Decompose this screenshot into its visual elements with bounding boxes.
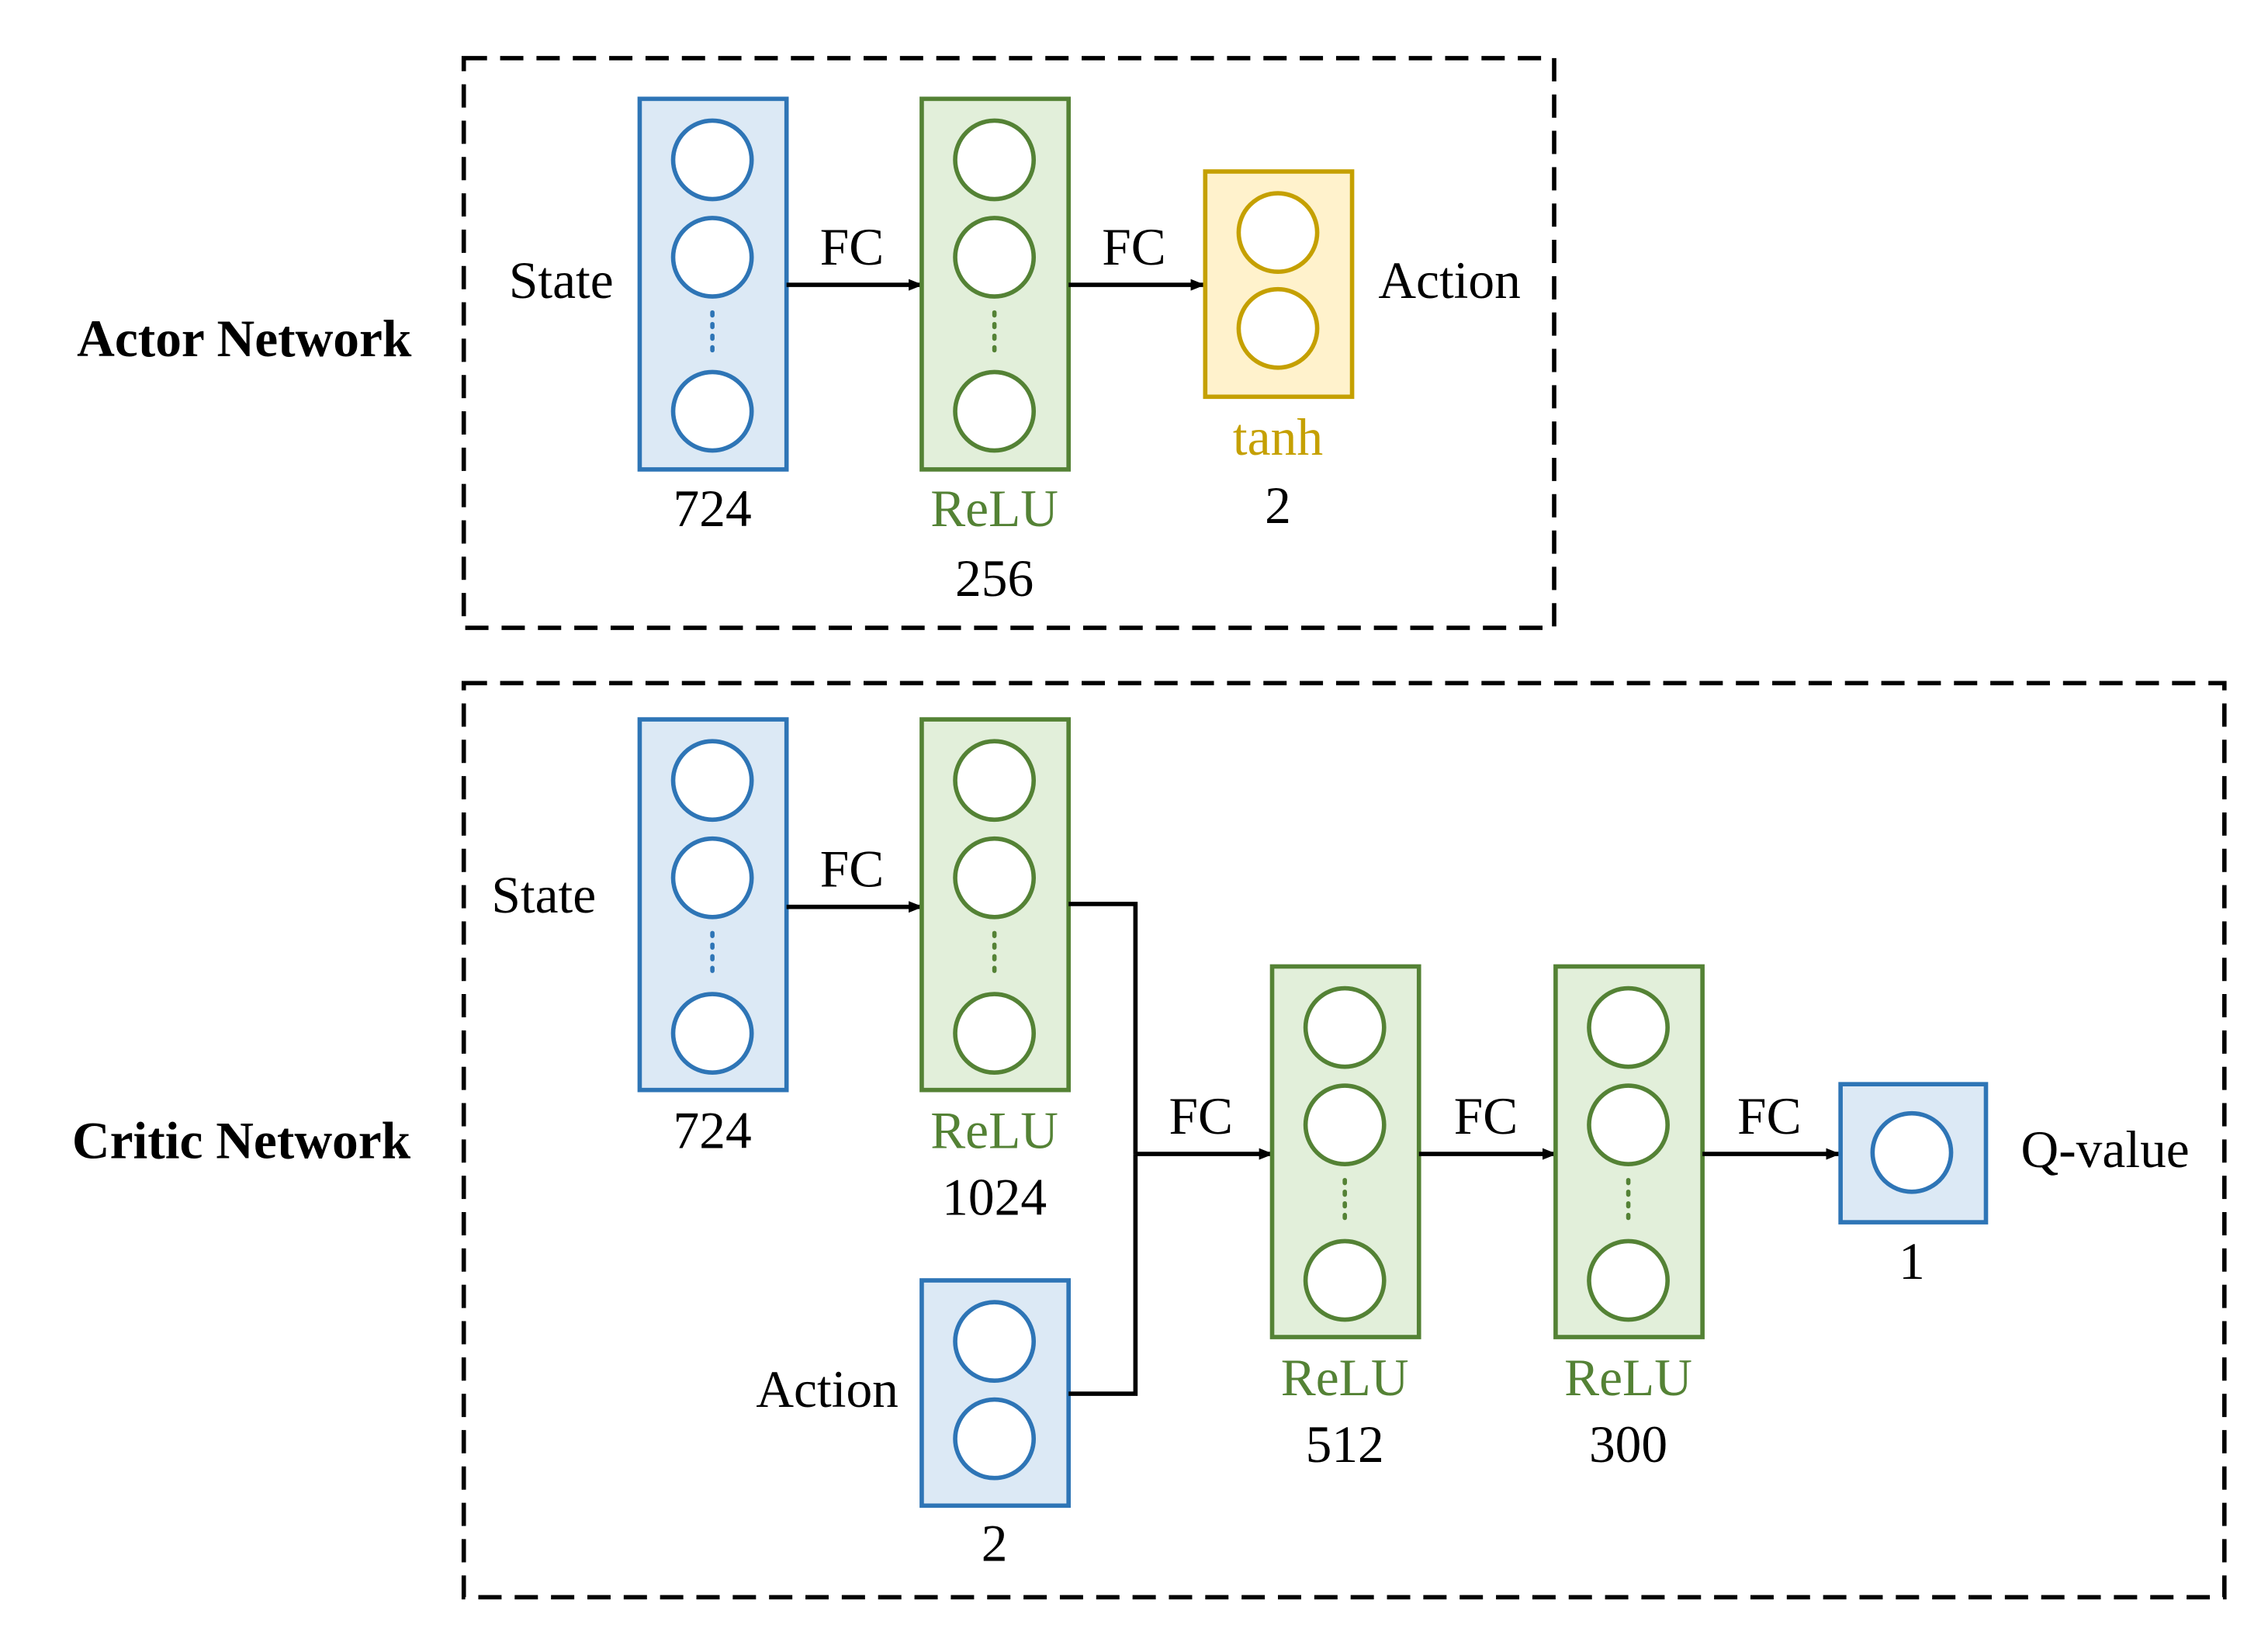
- critic-state-size: 724: [673, 1102, 752, 1160]
- actor-output-size: 2: [1265, 476, 1291, 535]
- actor-hidden-activation: ReLU: [930, 480, 1058, 538]
- actor-hidden-neuron: [953, 118, 1037, 202]
- critic-action-layer: [919, 1278, 1071, 1509]
- critic-fc-merge-label: FC: [1169, 1087, 1232, 1145]
- actor-state-neuron: [670, 216, 754, 299]
- critic-state-label: State: [491, 866, 596, 924]
- critic-hidden1-neuron: [953, 739, 1037, 823]
- critic-dashed-frame: [461, 681, 2227, 1600]
- actor-fc1-label: FC: [820, 218, 884, 276]
- actor-state-label: State: [509, 251, 614, 310]
- actor-dashed-frame: [461, 56, 1556, 630]
- critic-merge-connector-top: [1068, 902, 1138, 1155]
- actor-hidden-neuron: [953, 216, 1037, 299]
- critic-state-layer: [637, 717, 789, 1093]
- critic-state-neuron: [670, 992, 754, 1076]
- critic-fc4-label: FC: [1737, 1087, 1801, 1145]
- critic-output-layer: [1838, 1082, 1989, 1225]
- critic-action-neuron: [953, 1397, 1037, 1481]
- critic-hidden1-activation: ReLU: [930, 1102, 1058, 1160]
- critic-hidden3-layer: [1553, 964, 1705, 1339]
- critic-network: Critic Network State 724 FC ReLU 1024: [72, 681, 2227, 1600]
- critic-hidden1-layer: [919, 717, 1071, 1093]
- actor-output-layer: [1203, 169, 1355, 400]
- actor-state-layer: [637, 96, 789, 472]
- critic-hidden2-size: 512: [1306, 1415, 1384, 1474]
- actor-state-neuron: [670, 118, 754, 202]
- critic-hidden3-activation: ReLU: [1564, 1349, 1692, 1407]
- critic-output-neuron: [1870, 1110, 1954, 1194]
- critic-state-neuron: [670, 739, 754, 823]
- critic-hidden2-activation: ReLU: [1281, 1349, 1409, 1407]
- critic-hidden2-neuron: [1303, 986, 1387, 1069]
- actor-state-neuron: [670, 369, 754, 453]
- actor-output-neuron: [1236, 191, 1320, 275]
- actor-network: Actor Network State 724 FC ReLU 256 FC: [77, 56, 1556, 630]
- critic-merge-connector-bottom: [1068, 1154, 1138, 1396]
- actor-hidden-neuron: [953, 369, 1037, 453]
- critic-hidden3-neuron: [1587, 1083, 1670, 1166]
- critic-fc-state-label: FC: [820, 840, 884, 898]
- actor-hidden-size: 256: [955, 549, 1034, 608]
- critic-state-neuron: [670, 836, 754, 920]
- actor-output-neuron: [1236, 286, 1320, 370]
- actor-fc2-label: FC: [1102, 218, 1165, 276]
- actor-action-label: Action: [1378, 251, 1521, 310]
- critic-output-label: Q-value: [2021, 1121, 2190, 1179]
- actor-output-activation: tanh: [1233, 408, 1323, 466]
- critic-action-neuron: [953, 1300, 1037, 1384]
- critic-hidden3-neuron: [1587, 1238, 1670, 1322]
- critic-hidden3-size: 300: [1589, 1415, 1667, 1474]
- critic-hidden1-neuron: [953, 836, 1037, 920]
- critic-hidden2-layer: [1269, 964, 1421, 1339]
- critic-hidden2-neuron: [1303, 1238, 1387, 1322]
- critic-hidden2-neuron: [1303, 1083, 1387, 1166]
- critic-hidden3-neuron: [1587, 986, 1670, 1069]
- critic-action-size: 2: [982, 1514, 1008, 1572]
- critic-hidden1-size: 1024: [942, 1169, 1047, 1227]
- actor-network-title: Actor Network: [77, 310, 412, 368]
- critic-action-label: Action: [756, 1360, 899, 1419]
- actor-state-size: 724: [673, 480, 752, 538]
- actor-hidden-layer: [919, 96, 1071, 472]
- critic-output-size: 1: [1899, 1232, 1925, 1290]
- critic-network-title: Critic Network: [72, 1112, 411, 1170]
- critic-fc3-label: FC: [1454, 1087, 1518, 1145]
- critic-hidden1-neuron: [953, 992, 1037, 1076]
